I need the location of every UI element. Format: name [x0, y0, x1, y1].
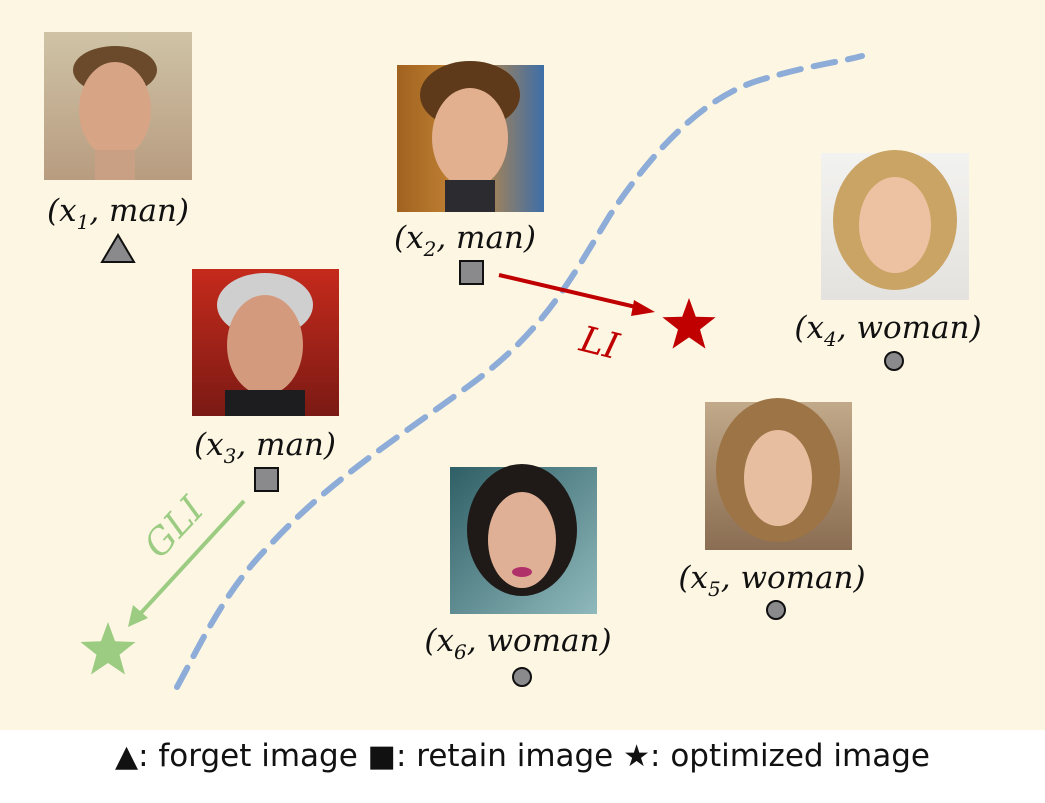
decision-boundary	[174, 53, 865, 690]
face-photo-x1	[44, 32, 192, 180]
face-label-x1: (x1, man)	[47, 193, 189, 234]
retain-legend-icon: ■	[367, 739, 396, 774]
forget-legend-icon: ▲	[115, 739, 139, 774]
forget-legend-text: : forget image	[138, 738, 368, 774]
embedding-space-diagram: (x1, man) (x2, man) (x3, man) (x4, woman…	[44, 32, 982, 690]
marker-x5	[766, 600, 786, 620]
face-label-x3: (x3, man)	[194, 427, 336, 468]
face-photo-x2	[397, 61, 544, 212]
face-photo-x6	[450, 464, 597, 614]
li-arrow	[498, 273, 655, 316]
marker-x4	[884, 351, 904, 371]
optimized-legend-text: : optimized image	[650, 738, 930, 774]
face-label-x6: (x6, woman)	[424, 623, 611, 664]
retain-legend-text: : retain image	[396, 738, 624, 774]
retain-marker-x3	[254, 467, 279, 492]
face-label-x4: (x4, woman)	[794, 310, 981, 351]
optimized-legend-icon: ★	[623, 739, 651, 774]
optimized-star-gli	[80, 622, 136, 675]
legend: ▲: forget image ■: retain image ★: optim…	[0, 738, 1045, 774]
gli-label: GLI	[137, 489, 213, 566]
face-photo-x5	[705, 398, 852, 550]
forget-marker-x1	[100, 233, 136, 263]
face-label-x2: (x2, man)	[394, 220, 536, 261]
marker-x6	[512, 667, 532, 687]
gli-arrow	[128, 499, 246, 627]
li-label: LI	[575, 319, 624, 368]
face-photo-x3	[192, 269, 339, 416]
face-label-x5: (x5, woman)	[678, 560, 865, 601]
retain-marker-x2	[459, 260, 484, 285]
face-photo-x4	[821, 150, 969, 300]
optimized-star-li	[662, 298, 716, 349]
